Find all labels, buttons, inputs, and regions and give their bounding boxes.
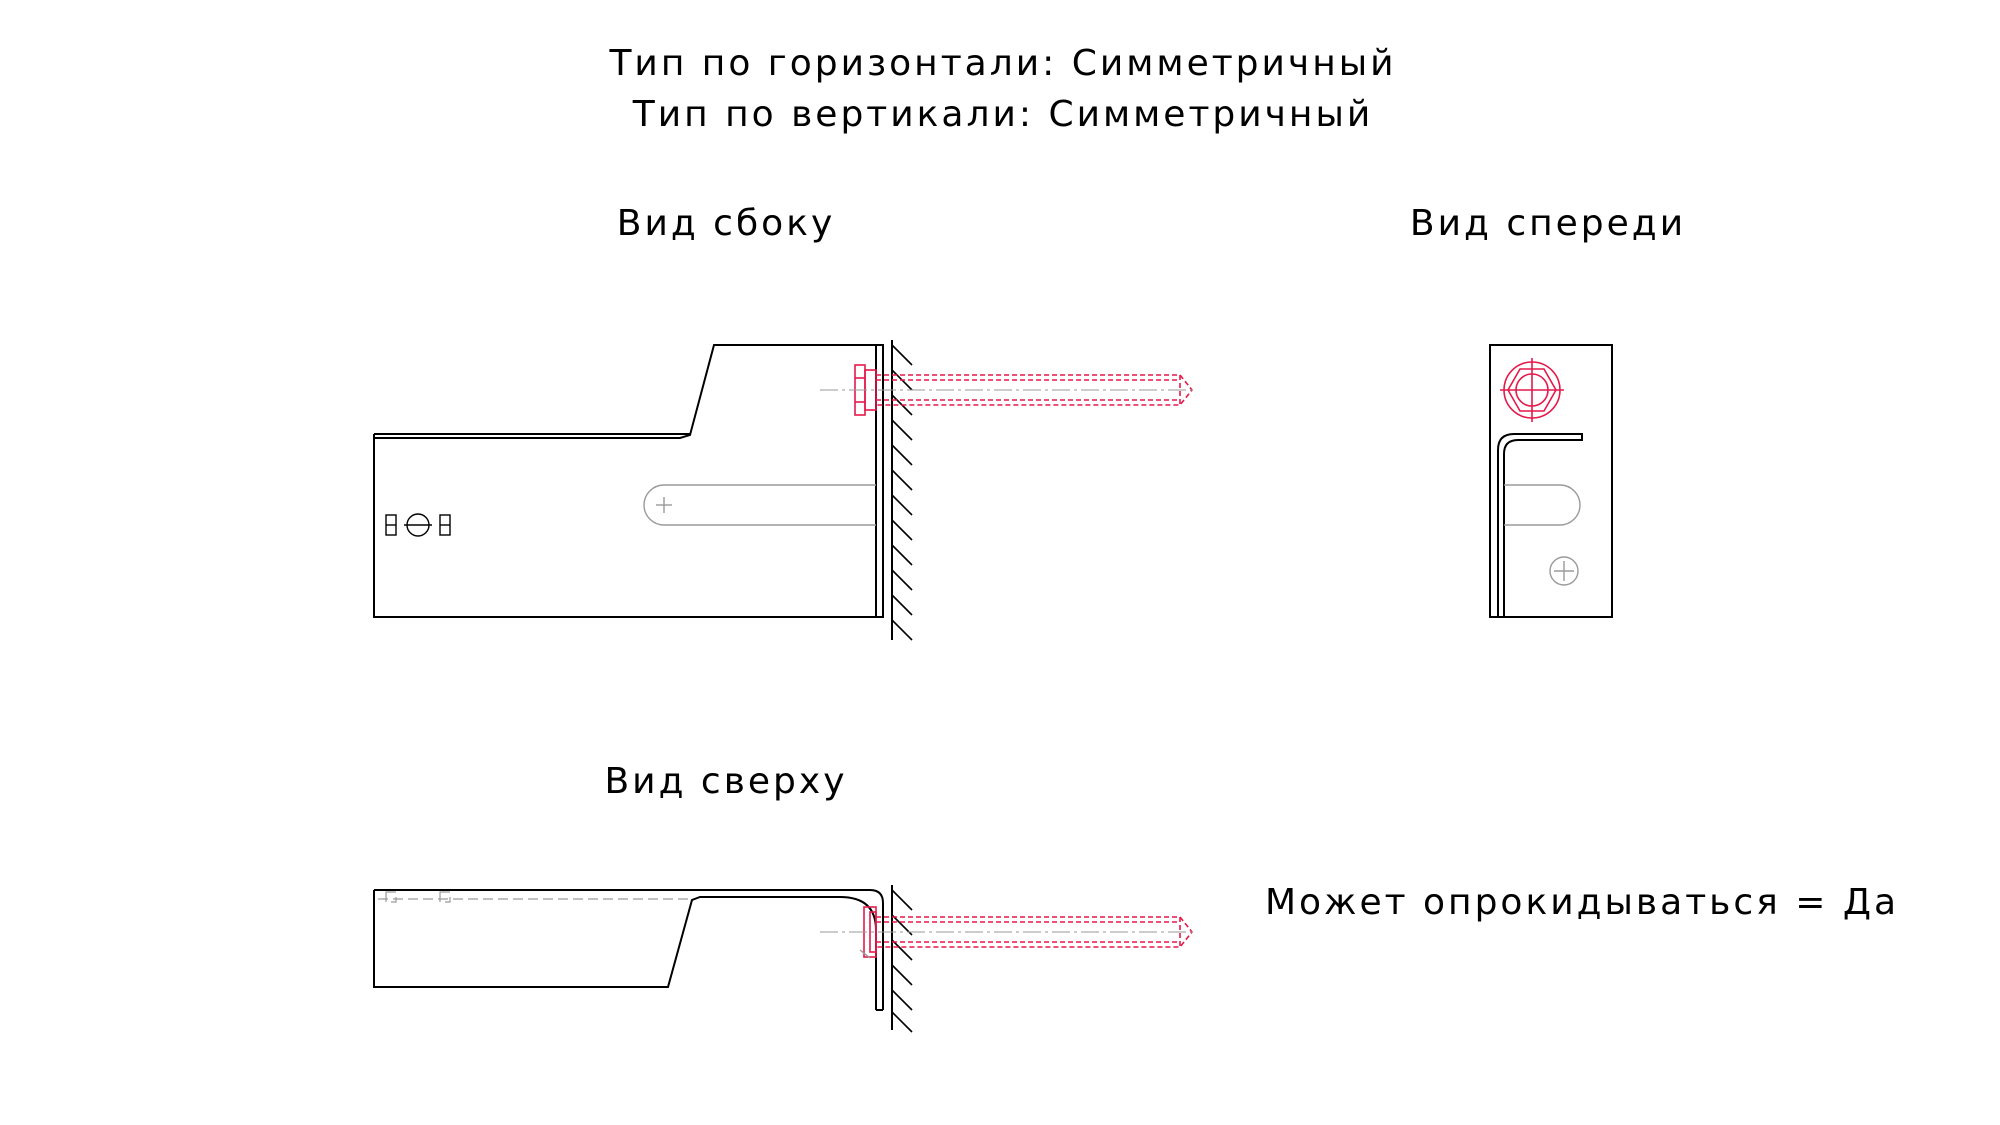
side-mounting-holes [385,513,451,537]
front-view-title: Вид спереди [1410,203,1686,244]
side-view [373,340,1195,641]
front-bracket-outline [1489,344,1613,618]
can-tip-over-note: Может опрокидываться = Да [1265,882,1899,923]
front-screw-hole [1549,556,1579,586]
side-wall-hatching [891,344,913,641]
front-view [1489,344,1613,618]
top-anchor-bolt [820,906,1195,959]
top-bracket-outline [373,890,877,1010]
horizontal-type-label: Тип по горизонтали: Симметричный [608,43,1396,84]
front-adjustment-slot [1504,484,1581,526]
vertical-type-label: Тип по вертикали: Симметричный [632,94,1374,135]
side-anchor-bolt [820,364,1195,416]
side-view-title: Вид сбоку [617,203,836,244]
side-adjustment-slot [643,484,876,526]
top-view [373,885,1195,1033]
top-hidden-holes [385,891,451,903]
top-view-title: Вид сверху [604,761,847,802]
front-flange [1497,433,1583,617]
top-wall-hatching [891,889,913,1033]
front-bolt-head [1500,358,1564,422]
side-bracket-outline [373,344,884,618]
